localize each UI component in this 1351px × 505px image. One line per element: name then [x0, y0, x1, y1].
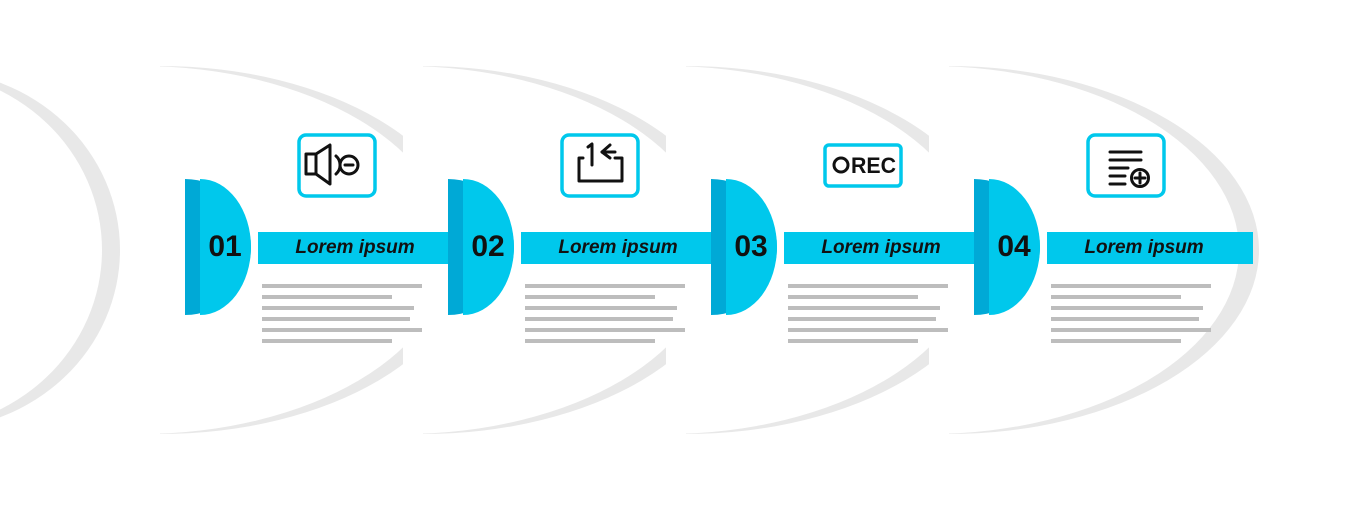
step-1-description-lines: [262, 284, 422, 343]
step-2-title: Lorem ipsum: [558, 237, 678, 258]
step-1-number: 01: [208, 230, 242, 263]
record-rec-icon: REC: [823, 143, 903, 188]
step-2-number: 02: [471, 230, 505, 263]
repeat-one-icon: [560, 133, 640, 198]
step-3-title: Lorem ipsum: [821, 237, 941, 258]
step-4-description-lines: [1051, 284, 1211, 343]
step-3-title-bar: [784, 232, 994, 264]
step-3-description-lines: [788, 284, 948, 343]
step-4-number: 04: [997, 230, 1031, 263]
step-2: [448, 133, 731, 343]
add-to-playlist-icon: [1086, 133, 1166, 198]
step-3-number: 03: [734, 230, 768, 263]
step-2-title-bar: [521, 232, 731, 264]
step-1-title: Lorem ipsum: [295, 237, 415, 258]
speaker-mute-icon: [297, 133, 377, 198]
step-2-description-lines: [525, 284, 685, 343]
step-1-title-bar: [258, 232, 468, 264]
step-4: [974, 133, 1253, 343]
step-1: [185, 133, 468, 343]
step-4-title-bar: [1047, 232, 1253, 264]
step-4-title: Lorem ipsum: [1084, 237, 1204, 258]
rec-label: REC: [851, 153, 896, 178]
step-3: REC: [711, 143, 994, 343]
